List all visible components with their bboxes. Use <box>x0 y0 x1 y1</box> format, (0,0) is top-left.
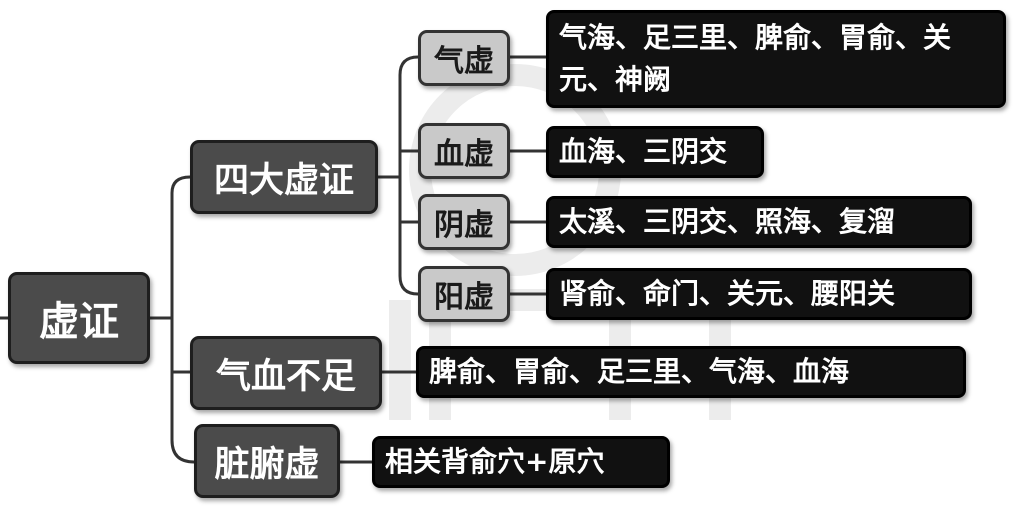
branch-node-sida: 四大虚证 <box>190 140 378 214</box>
sub-node-qixu: 气虚 <box>418 30 510 86</box>
leaf-text: 气海、足三里、脾俞、胃俞、关元、神阙 <box>559 21 952 96</box>
branch-label: 脏腑虚 <box>214 444 320 485</box>
leaf-qixu-points: 气海、足三里、脾俞、胃俞、关元、神阙 <box>546 10 1006 108</box>
leaf-text: 肾俞、命门、关元、腰阳关 <box>559 277 896 310</box>
leaf-text: 脾俞、胃俞、足三里、气海、血海 <box>429 355 850 388</box>
leaf-yinxu-points: 太溪、三阴交、照海、复溜 <box>546 196 972 248</box>
sub-label: 血虚 <box>434 137 494 172</box>
leaf-text: 血海、三阴交 <box>559 135 728 168</box>
leaf-text: 太溪、三阴交、照海、复溜 <box>559 205 896 238</box>
root-label: 虚证 <box>39 299 119 345</box>
sub-node-yangxu: 阳虚 <box>418 266 510 322</box>
leaf-yangxu-points: 肾俞、命门、关元、腰阳关 <box>546 268 972 320</box>
leaf-text: 相关背俞穴+原穴 <box>385 445 605 478</box>
branch-label: 气血不足 <box>215 356 356 397</box>
leaf-xuexu-points: 血海、三阴交 <box>546 126 764 178</box>
sub-label: 气虚 <box>434 44 494 79</box>
leaf-qixue-points: 脾俞、胃俞、足三里、气海、血海 <box>416 346 966 398</box>
branch-node-qixue: 气血不足 <box>190 336 382 410</box>
root-node: 虚证 <box>8 272 150 364</box>
sub-label: 阳虚 <box>434 280 494 315</box>
branch-label: 四大虚证 <box>213 160 354 201</box>
leaf-zangfu-points: 相关背俞穴+原穴 <box>372 436 670 488</box>
sub-label: 阴虚 <box>434 208 494 243</box>
sub-node-xuexu: 血虚 <box>418 123 510 179</box>
branch-node-zangfu: 脏腑虚 <box>194 424 340 498</box>
sub-node-yinxu: 阴虚 <box>418 194 510 250</box>
